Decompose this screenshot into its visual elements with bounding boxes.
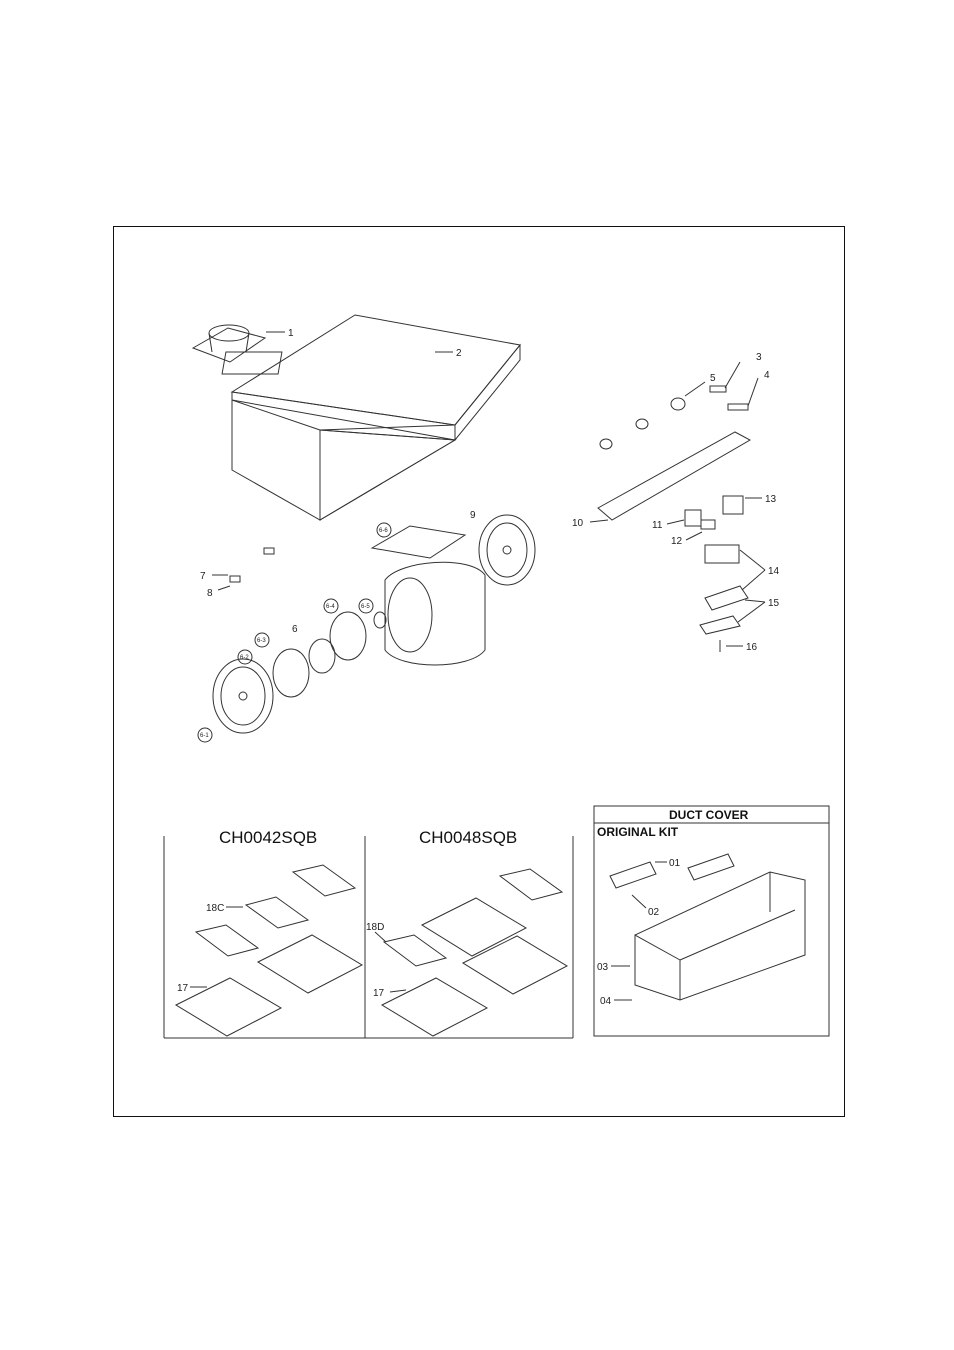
callout-12: 12	[671, 536, 683, 547]
duct-cover-panel: DUCT COVER ORIGINAL KIT 01 02 03 04	[594, 806, 829, 1036]
callout-1: 1	[288, 328, 294, 339]
callout-11: 11	[652, 520, 663, 531]
filter-label-17-left: 17	[177, 983, 189, 994]
filter-label-17-right: 17	[373, 988, 385, 999]
callout-labels: 1 2 3 4 5 6 7 8 9 10 11 12 13 14 15 16 6…	[198, 328, 780, 742]
callout-6: 6	[292, 624, 298, 635]
callout-16: 16	[746, 642, 758, 653]
blower-assembly	[213, 515, 535, 733]
duct-label-03: 03	[597, 962, 609, 973]
callout-7: 7	[200, 571, 206, 582]
callout-6-5: 6-5	[361, 604, 370, 610]
filter-panels: CH0042SQB CH0048SQB 18C 17 18D 17	[164, 828, 573, 1038]
control-panel-assembly	[598, 386, 750, 652]
callout-6-4: 6-4	[326, 604, 335, 610]
callout-6-6: 6-6	[379, 528, 388, 534]
callout-6-3: 6-3	[257, 638, 266, 644]
callout-5: 5	[710, 373, 716, 384]
duct-label-02: 02	[648, 907, 660, 918]
duct-label-01: 01	[669, 858, 681, 869]
callout-14: 14	[768, 566, 780, 577]
callout-2: 2	[456, 348, 462, 359]
callout-15: 15	[768, 598, 780, 609]
callout-8: 8	[207, 588, 213, 599]
callout-3: 3	[756, 352, 762, 363]
callout-10: 10	[572, 518, 584, 529]
callout-4: 4	[764, 370, 770, 381]
filter-title-ch0042sqb: CH0042SQB	[219, 828, 317, 847]
range-hood-body	[222, 315, 520, 520]
callout-9: 9	[470, 510, 476, 521]
duct-collar	[193, 325, 265, 362]
duct-cover-subheader: ORIGINAL KIT	[597, 825, 679, 839]
callout-6-1: 6-1	[200, 733, 209, 739]
callout-6-2: 6-2	[240, 655, 249, 661]
duct-cover-header: DUCT COVER	[669, 808, 749, 822]
callout-13: 13	[765, 494, 777, 505]
filter-label-18c: 18C	[206, 903, 224, 914]
duct-label-04: 04	[600, 996, 612, 1007]
filter-label-18d: 18D	[366, 922, 384, 933]
filter-title-ch0048sqb: CH0048SQB	[419, 828, 517, 847]
